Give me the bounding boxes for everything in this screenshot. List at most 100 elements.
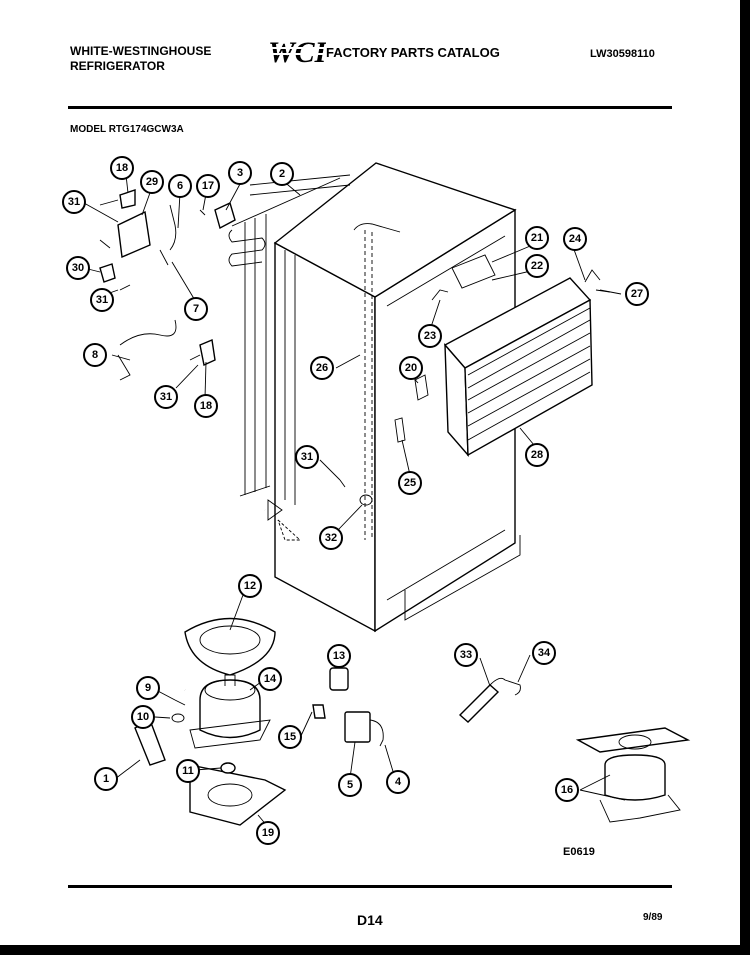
- relay-overload: [312, 667, 384, 747]
- small-parts-group: [99, 189, 236, 381]
- grommet-ring: [171, 713, 185, 723]
- footer-rule: [68, 885, 672, 888]
- callout-30: 30: [66, 256, 90, 280]
- model-number: MODEL RTG174GCW3A: [70, 124, 184, 135]
- callout-number: 18: [200, 400, 212, 412]
- drain-pan: [184, 617, 276, 676]
- callout-number: 4: [395, 776, 402, 788]
- callout-15: 15: [278, 725, 302, 749]
- callout-number: 33: [460, 649, 472, 661]
- callout-31: 31: [90, 288, 114, 312]
- callout-number: 8: [92, 349, 98, 361]
- product-type: REFRIGERATOR: [70, 59, 165, 73]
- callout-32: 32: [319, 526, 343, 550]
- callout-number: 30: [72, 262, 84, 274]
- washer: [174, 699, 186, 706]
- callout-1: 1: [94, 767, 118, 791]
- callout-number: 26: [316, 362, 328, 374]
- capacitor: [458, 677, 521, 723]
- callout-number: 18: [116, 162, 128, 174]
- callout-number: 7: [193, 303, 199, 315]
- callout-number: 29: [146, 176, 158, 188]
- callout-number: 12: [244, 580, 256, 592]
- callout-number: 6: [177, 180, 183, 192]
- callout-number: 31: [301, 451, 313, 463]
- refrigerator-cabinet: [273, 162, 521, 633]
- callout-number: 31: [160, 391, 172, 403]
- callout-9: 9: [136, 676, 160, 700]
- damper-control: [451, 254, 496, 289]
- callout-number: 2: [279, 168, 285, 180]
- defrost-timer: [414, 374, 429, 401]
- condenser-fan-motor: [575, 727, 691, 823]
- callout-4: 4: [386, 770, 410, 794]
- thermostat-sensor: [394, 417, 406, 443]
- callout-22: 22: [525, 254, 549, 278]
- callout-number: 28: [531, 449, 543, 461]
- callout-26: 26: [310, 356, 334, 380]
- callout-number: 31: [96, 294, 108, 306]
- wire-harness: [431, 289, 449, 301]
- callout-28: 28: [525, 443, 549, 467]
- callout-27: 27: [625, 282, 649, 306]
- callout-11: 11: [176, 759, 200, 783]
- callout-20: 20: [399, 356, 423, 380]
- callout-25: 25: [398, 471, 422, 495]
- callout-16: 16: [555, 778, 579, 802]
- callout-7: 7: [184, 297, 208, 321]
- callout-14: 14: [258, 667, 282, 691]
- revision-date: 9/89: [643, 912, 663, 923]
- callout-24: 24: [563, 227, 587, 251]
- condenser-coil: [228, 174, 351, 497]
- wci-logo: WCI: [266, 34, 328, 69]
- callout-6: 6: [168, 174, 192, 198]
- callout-number: 23: [424, 330, 436, 342]
- page-number: D14: [357, 912, 383, 928]
- callout-labels: 1234567891011121314151617181819202122232…: [62, 156, 649, 845]
- callout-number: 16: [561, 784, 573, 796]
- compressor: [189, 674, 271, 749]
- screw: [339, 479, 346, 488]
- callout-number: 34: [538, 647, 551, 659]
- exploded-parts-diagram: 1234567891011121314151617181819202122232…: [62, 156, 691, 845]
- figure-code: E0619: [563, 846, 595, 858]
- evaporator-coil: [443, 269, 611, 457]
- callout-2: 2: [270, 162, 294, 186]
- callout-number: 10: [137, 711, 149, 723]
- callout-8: 8: [83, 343, 107, 367]
- callout-number: 24: [569, 233, 582, 245]
- header-rule: [68, 106, 672, 109]
- part-number: LW30598110: [590, 48, 655, 60]
- brand-block: WHITE-WESTINGHOUSE REFRIGERATOR: [70, 44, 211, 74]
- callout-33: 33: [454, 643, 478, 667]
- callout-23: 23: [418, 324, 442, 348]
- catalog-title: FACTORY PARTS CATALOG: [326, 45, 500, 60]
- logo-text: WCI: [268, 36, 326, 68]
- callout-number: 19: [262, 827, 274, 839]
- callout-17: 17: [196, 174, 220, 198]
- callout-34: 34: [532, 641, 556, 665]
- callout-3: 3: [228, 161, 252, 185]
- callout-31: 31: [154, 385, 178, 409]
- catalog-page: WHITE-WESTINGHOUSE REFRIGERATOR WCI FACT…: [0, 0, 740, 945]
- callout-number: 25: [404, 477, 416, 489]
- compressor-mounting-bracket: [189, 764, 287, 826]
- callout-number: 32: [325, 532, 337, 544]
- callout-18: 18: [194, 394, 218, 418]
- callout-number: 22: [531, 260, 543, 272]
- callout-number: 11: [182, 765, 194, 777]
- callout-number: 31: [68, 196, 80, 208]
- callout-12: 12: [238, 574, 262, 598]
- spacer: [220, 762, 236, 774]
- callout-31: 31: [295, 445, 319, 469]
- callout-18: 18: [110, 156, 134, 180]
- callout-19: 19: [256, 821, 280, 845]
- grommet: [359, 494, 373, 506]
- callout-29: 29: [140, 170, 164, 194]
- callout-number: 13: [333, 650, 345, 662]
- callout-number: 9: [145, 682, 151, 694]
- brand-name: WHITE-WESTINGHOUSE: [70, 44, 212, 58]
- callout-5: 5: [338, 773, 362, 797]
- callout-number: 17: [202, 180, 214, 192]
- callout-10: 10: [131, 705, 155, 729]
